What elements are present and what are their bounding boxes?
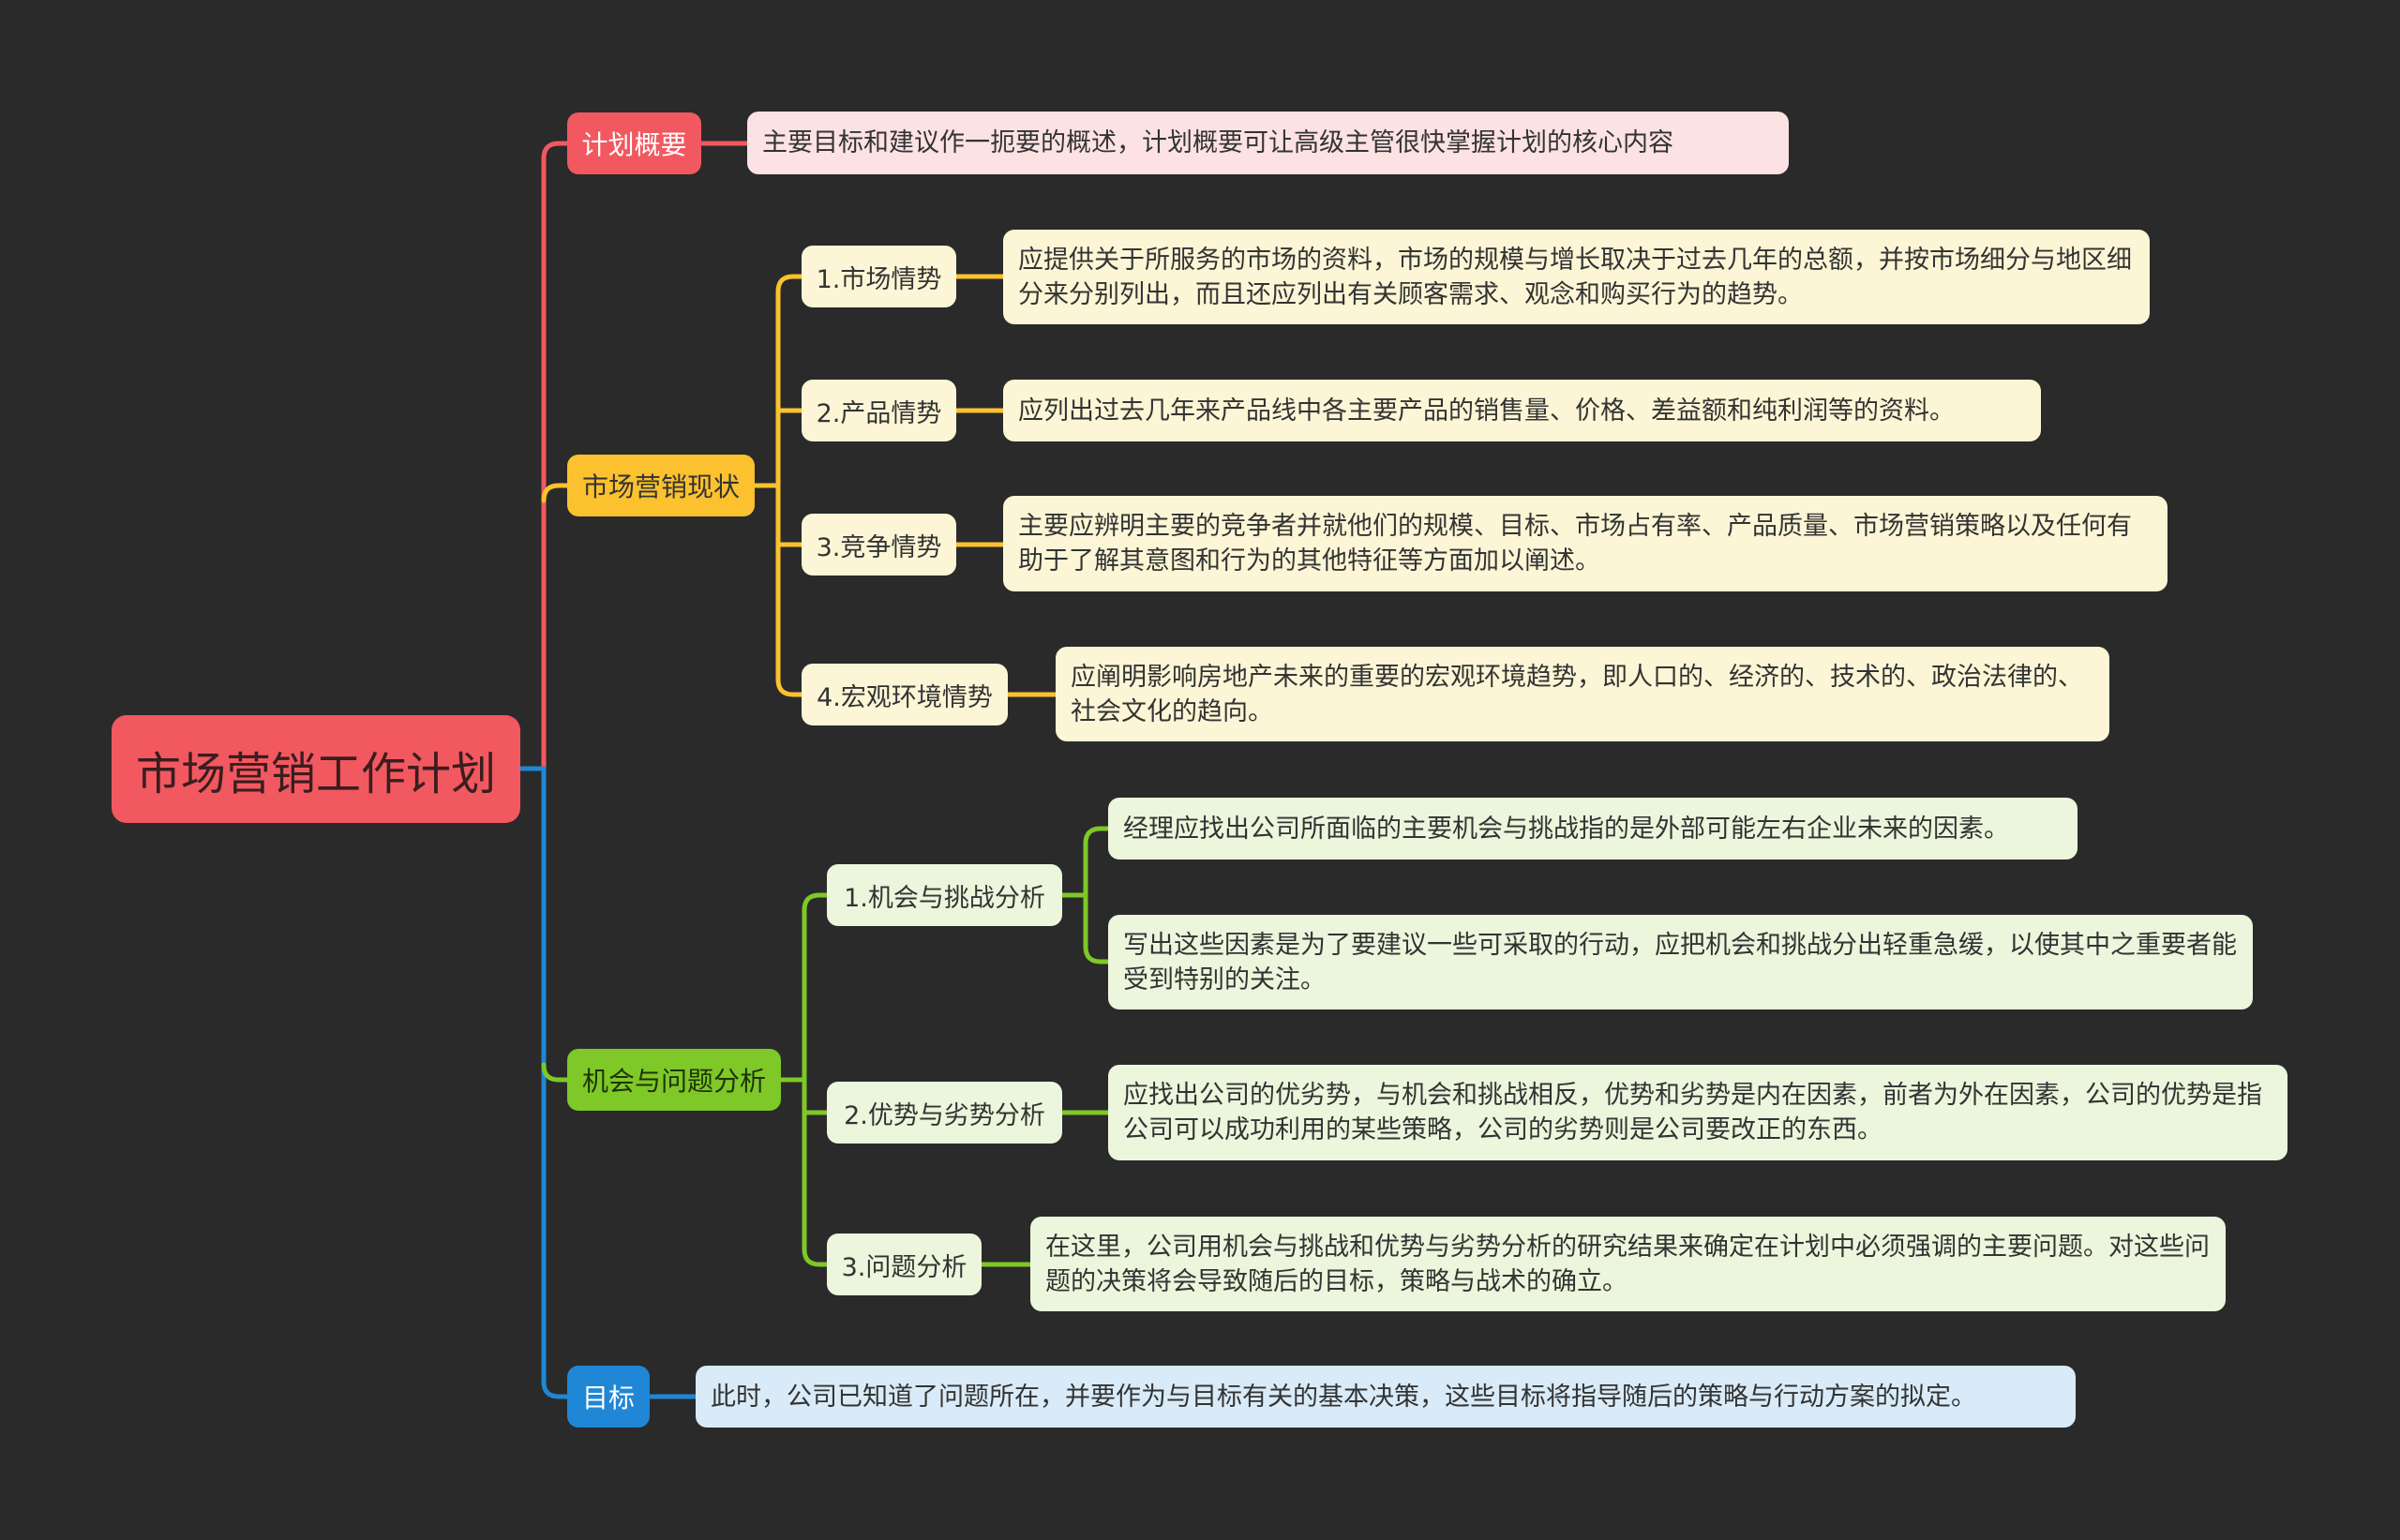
leaf-strength-weakness[interactable]: 应找出公司的优劣势，与机会和挑战相反，优势和劣势是内在因素，前者为外在因素，公司… — [1108, 1065, 2288, 1160]
leaf-opportunity-challenge-2[interactable]: 写出这些因素是为了要建议一些可采取的行动，应把机会和挑战分出轻重急缓，以使其中之… — [1108, 915, 2253, 1009]
leaf-macro-environment[interactable]: 应阐明影响房地产未来的重要的宏观环境趋势，即人口的、经济的、技术的、政治法律的、… — [1056, 647, 2109, 741]
connector-opp-leaf-1 — [1083, 826, 1111, 846]
leaf-market-situation[interactable]: 应提供关于所服务的市场的资料，市场的规模与增长取决于过去几年的总额，并按市场细分… — [1003, 230, 2150, 324]
leaf-problem-analysis[interactable]: 在这里，公司用机会与挑战和优势与劣势分析的研究结果来确定在计划中必须强调的主要问… — [1030, 1217, 2226, 1311]
connector-branch-1 — [541, 141, 570, 161]
connector-market-sub-0 — [775, 274, 804, 294]
root-topic[interactable]: 市场营销工作计划 — [112, 715, 520, 823]
sub-competition-situation[interactable]: 3.竞争情势 — [802, 514, 956, 576]
connector-market-sub-3 — [775, 677, 804, 697]
sub-macro-environment[interactable]: 4.宏观环境情势 — [802, 664, 1008, 725]
sub-opportunity-challenge[interactable]: 1.机会与挑战分析 — [827, 864, 1062, 926]
sub-market-situation[interactable]: 1.市场情势 — [802, 246, 956, 307]
connector-branch-2 — [541, 483, 570, 503]
sub-product-situation[interactable]: 2.产品情势 — [802, 380, 956, 441]
leaf-competition-situation[interactable]: 主要应辨明主要的竞争者并就他们的规模、目标、市场占有率、产品质量、市场营销策略以… — [1003, 496, 2168, 591]
sub-strength-weakness[interactable]: 2.优势与劣势分析 — [827, 1082, 1062, 1144]
leaf-opportunity-challenge-1[interactable]: 经理应找出公司所面临的主要机会与挑战指的是外部可能左右企业未来的因素。 — [1108, 798, 2078, 860]
branch-objectives[interactable]: 目标 — [567, 1366, 650, 1428]
connector-opp-sub-2 — [802, 1247, 830, 1267]
leaf-plan-summary[interactable]: 主要目标和建议作一扼要的概述，计划概要可让高级主管很快掌握计划的核心内容 — [747, 112, 1789, 174]
branch-opportunity-analysis[interactable]: 机会与问题分析 — [567, 1049, 781, 1111]
connector-opp-sub-0 — [802, 892, 830, 913]
leaf-product-situation[interactable]: 应列出过去几年来产品线中各主要产品的销售量、价格、差益额和纯利润等的资料。 — [1003, 380, 2041, 441]
connector-opp-leaf-2 — [1083, 944, 1111, 964]
connector-branch-3 — [541, 1062, 570, 1083]
sub-problem-analysis[interactable]: 3.问题分析 — [827, 1233, 982, 1295]
leaf-objectives[interactable]: 此时，公司已知道了问题所在，并要作为与目标有关的基本决策，这些目标将指导随后的策… — [696, 1366, 2076, 1428]
connector-branch-4 — [541, 1379, 570, 1399]
branch-plan-summary[interactable]: 计划概要 — [567, 112, 701, 174]
branch-market-status[interactable]: 市场营销现状 — [567, 455, 755, 516]
